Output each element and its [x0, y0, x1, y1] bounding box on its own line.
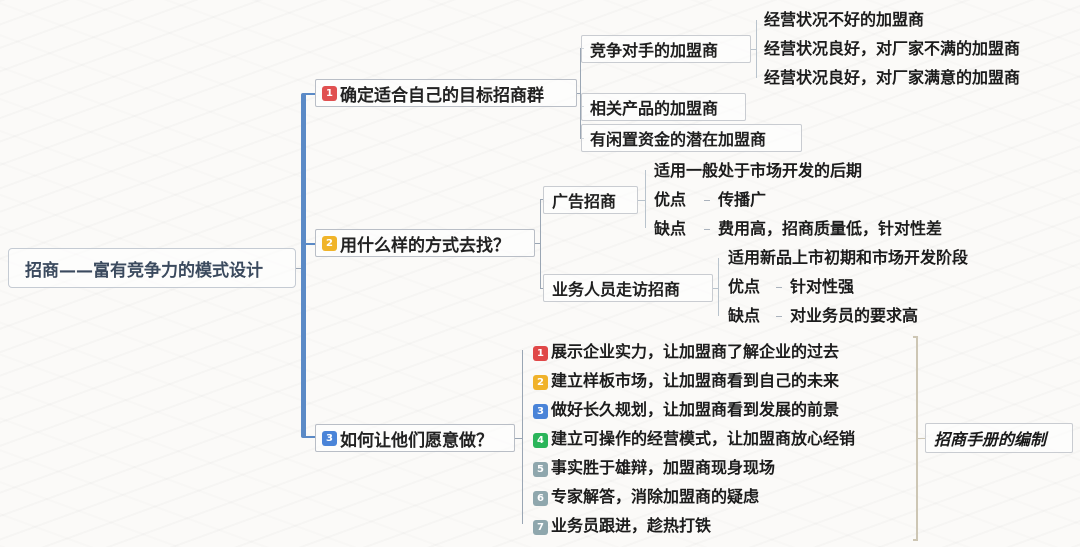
item-text: 建立样板市场，让加盟商看到自己的未来 — [551, 371, 840, 390]
related-product-franchisee-node[interactable]: 相关产品的加盟商 — [581, 93, 746, 121]
badge-3: 3 — [533, 404, 548, 419]
pros-label: 优点 — [728, 277, 761, 296]
leaf-bracket — [645, 170, 646, 228]
branch-1-bracket — [580, 48, 581, 138]
leaf-item: 经营状况良好，对厂家不满的加盟商 — [764, 39, 1021, 58]
bracket-mid-tick — [304, 243, 316, 245]
connector — [704, 200, 710, 201]
badge-7: 7 — [533, 520, 548, 535]
connector — [776, 316, 782, 317]
badge-2: 2 — [533, 375, 548, 390]
leaf-item: 经营状况不好的加盟商 — [764, 10, 925, 29]
item-text: 建立可操作的经营模式，让加盟商放心经销 — [551, 429, 856, 448]
pros-text: 传播广 — [718, 190, 767, 209]
cons-label: 缺点 — [654, 219, 687, 238]
ad-recruitment-node[interactable]: 广告招商 — [543, 186, 638, 214]
branch-1-label: 确定适合自己的目标招商群 — [340, 85, 544, 106]
idle-capital-franchisee-node[interactable]: 有闲置资金的潜在加盟商 — [581, 124, 802, 152]
root-label: 招商——富有竞争力的模式设计 — [25, 260, 263, 281]
item-text: 事实胜于雄辩，加盟商现身现场 — [551, 458, 776, 477]
connector — [918, 438, 925, 439]
leaf-item: 经营状况良好，对厂家满意的加盟商 — [764, 68, 1021, 87]
connector — [638, 200, 646, 201]
cons-text: 费用高，招商质量低，针对性差 — [718, 219, 943, 238]
item-text: 做好长久规划，让加盟商看到发展的前景 — [551, 400, 840, 419]
branch-2-label: 用什么样的方式去找？ — [340, 235, 510, 256]
connector — [515, 438, 523, 439]
branch-3-node[interactable]: 3 如何让他们愿意做？ — [315, 424, 515, 452]
node-label: 业务人员走访招商 — [552, 280, 681, 299]
branch-1-node[interactable]: 1 确定适合自己的目标招商群 — [315, 79, 577, 107]
bracket-bottom-tick — [304, 436, 316, 438]
node-label: 广告招商 — [552, 192, 617, 211]
badge-4: 4 — [533, 433, 548, 448]
node-label: 相关产品的加盟商 — [590, 99, 719, 118]
leaf-bracket — [718, 258, 719, 316]
item-text: 业务员跟进，趁热打铁 — [551, 516, 712, 535]
connector — [776, 287, 782, 288]
summary-node[interactable]: 招商手册的编制 — [925, 423, 1073, 453]
badge-1: 1 — [322, 85, 337, 101]
badge-1: 1 — [533, 346, 548, 361]
item-text: 专家解答，消除加盟商的疑虑 — [551, 487, 760, 506]
branch-2-node[interactable]: 2 用什么样的方式去找？ — [315, 229, 535, 257]
connector — [577, 93, 581, 94]
cons-label: 缺点 — [728, 306, 761, 325]
connector — [751, 49, 757, 50]
leaf-bracket — [756, 20, 757, 78]
node-label: 竞争对手的加盟商 — [590, 41, 719, 60]
pros-label: 优点 — [654, 190, 687, 209]
summary-bracket — [913, 336, 918, 541]
competitor-franchisee-node[interactable]: 竞争对手的加盟商 — [581, 35, 751, 63]
badge-2: 2 — [322, 235, 337, 251]
summary-label: 招商手册的编制 — [934, 430, 1047, 449]
connector — [713, 288, 719, 289]
connector — [704, 229, 710, 230]
badge-3: 3 — [322, 430, 337, 446]
node-label: 有闲置资金的潜在加盟商 — [590, 130, 767, 149]
connector — [535, 243, 541, 244]
root-connector — [296, 268, 302, 269]
branch-3-bracket — [522, 350, 523, 524]
applicable-text: 适用新品上市初期和市场开发阶段 — [728, 248, 969, 267]
pros-text: 针对性强 — [790, 277, 855, 296]
applicable-text: 适用一般处于市场开发的后期 — [654, 161, 863, 180]
cons-text: 对业务员的要求高 — [790, 306, 919, 325]
item-text: 展示企业实力，让加盟商了解企业的过去 — [551, 342, 840, 361]
branch-3-label: 如何让他们愿意做？ — [340, 430, 493, 451]
main-bracket — [301, 93, 306, 438]
badge-5: 5 — [533, 462, 548, 477]
bracket-top-tick — [304, 93, 316, 95]
badge-6: 6 — [533, 491, 548, 506]
branch-2-bracket — [540, 199, 541, 288]
connector — [540, 199, 544, 200]
sales-visit-recruitment-node[interactable]: 业务人员走访招商 — [543, 274, 713, 302]
connector — [540, 288, 544, 289]
root-node[interactable]: 招商——富有竞争力的模式设计 — [8, 248, 296, 288]
